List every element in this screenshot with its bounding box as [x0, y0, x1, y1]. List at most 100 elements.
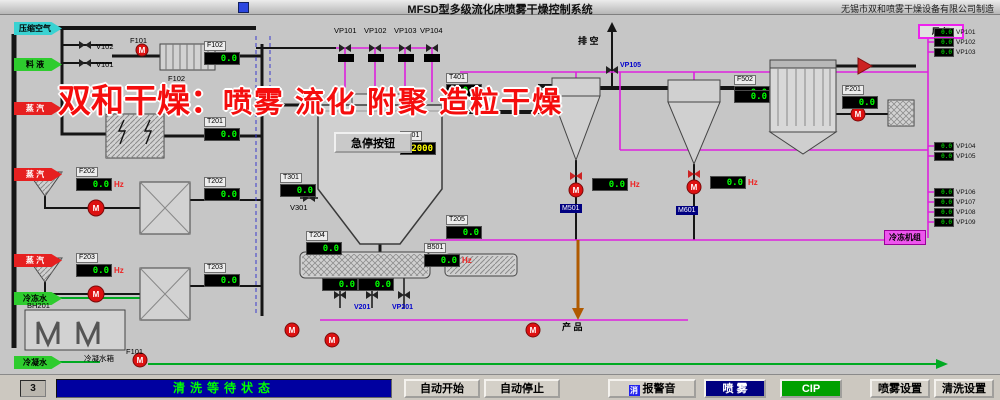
product-arrow	[572, 308, 584, 320]
label-cond-tank: 冷凝水箱	[84, 354, 114, 363]
stream-tag-compressed-air: 压缩空气	[14, 22, 62, 35]
display-value: 0.0	[204, 188, 240, 201]
display-value: 0.0	[446, 84, 482, 97]
auto-stop-button[interactable]: 自动停止	[484, 379, 560, 398]
svg-text:M: M	[530, 326, 537, 335]
display-value: 0.0	[842, 96, 878, 109]
vent-arrow	[607, 22, 617, 32]
fan-icon	[857, 57, 874, 75]
cluster-label: VP103	[956, 49, 976, 56]
clean-settings-button[interactable]: 清洗设置	[934, 379, 994, 398]
stream-tag-condensate: 冷凝水	[14, 356, 62, 369]
svg-text:M: M	[329, 336, 336, 345]
silo-top	[667, 79, 721, 103]
display-unit: Hz	[114, 266, 124, 275]
label-m601: M601	[676, 206, 698, 215]
display-label: T401	[446, 73, 468, 83]
label-m501: M501	[560, 204, 582, 213]
display-label: T203	[204, 263, 226, 273]
display-label: T204	[306, 231, 328, 241]
label-bh201: BH201	[27, 301, 50, 310]
cluster-value: 0.0	[934, 188, 954, 197]
stream-tag-steam-2: 蒸 汽	[14, 168, 62, 181]
stream-tag-chilled-water: 冷冻水	[14, 292, 62, 305]
svg-text:M: M	[137, 356, 144, 365]
label-paikong: 排 空	[578, 36, 599, 46]
cluster-label: VP102	[956, 39, 976, 46]
spray-button[interactable]: 喷 雾	[704, 379, 766, 398]
cluster-label: VP105	[956, 153, 976, 160]
stream-tag-steam-3: 蒸 汽	[14, 254, 62, 267]
pump-icons	[87, 43, 866, 368]
condenser	[769, 59, 837, 133]
cluster-label: VP106	[956, 189, 976, 196]
cluster-value: 0.0	[934, 38, 954, 47]
label-vp201: VP201	[392, 304, 414, 311]
cluster-value: 0.0	[934, 218, 954, 227]
cyclone-cone	[551, 95, 601, 162]
display-label: T301	[280, 173, 302, 183]
svg-text:M: M	[691, 183, 698, 192]
cluster-label: VP107	[956, 199, 976, 206]
agitator-icon	[76, 321, 100, 348]
agitator-icon	[36, 321, 60, 348]
svg-text:M: M	[93, 204, 100, 213]
title-bar: MFSD型多级流化床喷雾干燥控制系统 无锡市双和喷雾干燥设备有限公司制造	[0, 0, 1000, 16]
mute-icon: 消	[628, 384, 640, 396]
display-value: 0.0	[280, 184, 316, 197]
display-f502b: 0.0	[734, 90, 770, 103]
stream-tag-steam-1: 蒸 汽	[14, 102, 62, 115]
label-product: 产 品	[562, 322, 583, 332]
svg-text:M: M	[855, 110, 862, 119]
auto-start-button[interactable]: 自动开始	[404, 379, 480, 398]
display-value: 0.0	[76, 264, 112, 277]
cluster-label: VP108	[956, 209, 976, 216]
label-vp104: VP104	[420, 26, 443, 35]
cluster-value: 0.0	[934, 152, 954, 161]
display-value: 0.0	[358, 278, 394, 291]
display-label: T201	[204, 117, 226, 127]
label-vent-valve: VP105	[620, 62, 642, 69]
label-vp103: VP103	[394, 26, 417, 35]
cluster-value: 0.0	[934, 208, 954, 217]
cip-button[interactable]: CIP	[780, 379, 842, 398]
display-value: 0.0	[322, 278, 358, 291]
display-value: 0.0	[204, 52, 240, 65]
label-chiller: 冷冻机组	[884, 230, 926, 245]
emergency-stop-button[interactable]: 急停按钮	[334, 132, 412, 153]
cip-lines	[320, 30, 934, 321]
display-label: B501	[424, 243, 447, 253]
display-value: 0.0	[734, 90, 770, 103]
label-v102: V102	[96, 42, 114, 51]
display-value: 0.0	[710, 176, 746, 189]
display-label: T202	[204, 177, 226, 187]
display-value: 0.0	[446, 226, 482, 239]
stream-tag-feed-liquid: 料 液	[14, 58, 62, 71]
cluster-value: 0.0	[934, 48, 954, 57]
display-label: F102	[204, 41, 226, 51]
spray-settings-button[interactable]: 喷雾设置	[870, 379, 930, 398]
display-fb1: 0.0	[322, 278, 358, 291]
alarm-mute-button[interactable]: 消报警音	[608, 379, 696, 398]
display-unit: Hz	[630, 180, 640, 189]
label-f102-dev: F102	[168, 74, 186, 83]
svg-text:M: M	[573, 186, 580, 195]
cluster-value: 0.0	[934, 28, 954, 37]
label-f101-top: F101	[130, 36, 148, 45]
cluster-label: VP101	[956, 29, 976, 36]
